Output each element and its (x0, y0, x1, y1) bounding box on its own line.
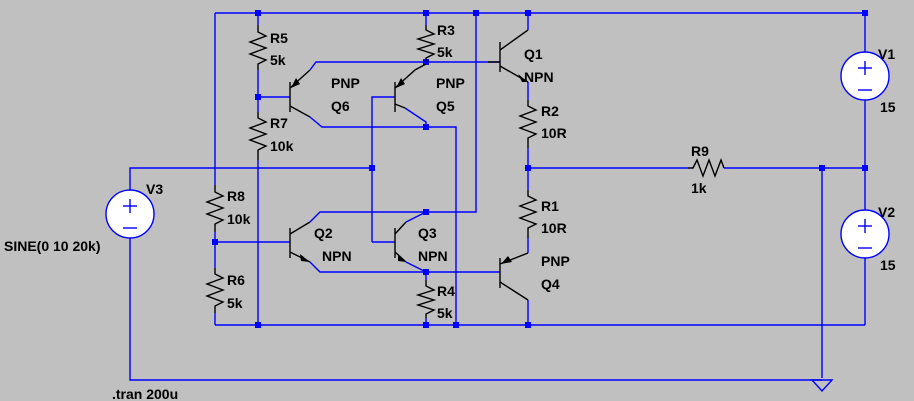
q4-name-label: Q4 (541, 276, 560, 292)
ground-symbol (810, 379, 834, 393)
r2-value-label: 10R (541, 125, 567, 141)
r7-name-label: R7 (270, 115, 288, 131)
resistor-r4[interactable] (415, 280, 437, 318)
transistor-q6[interactable] (289, 69, 311, 118)
q6-name-label: Q6 (331, 98, 350, 114)
q2-type-label: NPN (322, 248, 352, 264)
resistor-r5[interactable] (248, 25, 268, 70)
q1-type-label: NPN (524, 69, 554, 85)
voltage-source-v2[interactable] (840, 209, 890, 259)
q4-type-label: PNP (541, 253, 570, 269)
q1-name-label: Q1 (524, 46, 543, 62)
r6-value-label: 5k (227, 295, 243, 311)
r2-name-label: R2 (541, 103, 559, 119)
q6-type-label: PNP (331, 75, 360, 91)
r1-value-label: 10R (541, 220, 567, 236)
r5-value-label: 5k (270, 52, 286, 68)
r9-value-label: 1k (691, 180, 707, 196)
r6-name-label: R6 (227, 272, 245, 288)
r4-name-label: R4 (437, 283, 455, 299)
r9-name-label: R9 (691, 143, 709, 159)
v1-value-label: 15 (880, 99, 896, 115)
tran-directive[interactable]: .tran 200u (112, 386, 178, 401)
r8-name-label: R8 (227, 188, 245, 204)
r5-name-label: R5 (270, 30, 288, 46)
v2-name-label: V2 (878, 204, 895, 220)
transistor-q3[interactable] (394, 221, 407, 263)
r3-value-label: 5k (437, 44, 453, 60)
q5-type-label: PNP (436, 75, 465, 91)
r8-value-label: 10k (227, 211, 251, 227)
resistor-r1[interactable] (518, 190, 538, 238)
voltage-source-v1[interactable] (840, 51, 890, 101)
resistor-r7[interactable] (248, 112, 268, 160)
resistor-r9[interactable] (688, 158, 725, 178)
q3-type-label: NPN (418, 248, 448, 264)
resistor-r6[interactable] (205, 268, 225, 313)
v2-value-label: 15 (880, 257, 896, 273)
resistor-r3[interactable] (415, 25, 437, 62)
q2-name-label: Q2 (314, 225, 333, 241)
resistor-r2[interactable] (518, 100, 538, 148)
r1-name-label: R1 (541, 198, 559, 214)
transistor-q2[interactable] (289, 221, 311, 263)
v3-value-label: SINE(0 10 20k) (4, 238, 101, 254)
transistor-q1[interactable] (488, 29, 529, 83)
q3-name-label: Q3 (418, 225, 437, 241)
transistor-q4[interactable] (499, 252, 529, 301)
v1-name-label: V1 (878, 46, 895, 62)
voltage-source-v3[interactable] (105, 189, 155, 239)
wires (129, 12, 866, 381)
transistor-q5[interactable] (394, 63, 427, 112)
q5-name-label: Q5 (436, 98, 455, 114)
r7-value-label: 10k (270, 138, 294, 154)
r3-name-label: R3 (437, 22, 455, 38)
r4-value-label: 5k (437, 305, 453, 321)
resistor-r8[interactable] (205, 185, 225, 232)
v3-name-label: V3 (146, 181, 163, 197)
